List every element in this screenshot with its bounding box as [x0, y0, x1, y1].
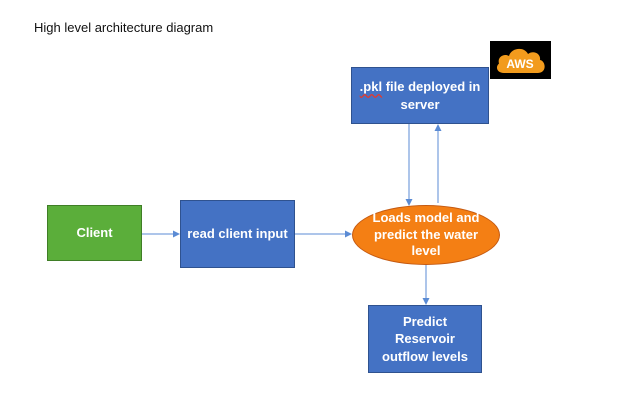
diagram-title: High level architecture diagram: [34, 20, 214, 35]
server-label-rest: file deployed in server: [385, 78, 481, 112]
pkl-extension-text: .pkl: [359, 78, 383, 94]
model-prediction-node: Loads model and predict the water level: [352, 205, 500, 265]
predict-node: Predict Reservoir outflow levels: [368, 305, 482, 373]
server-label: .pkl file deployed in server: [358, 78, 482, 113]
aws-logo: AWS: [490, 41, 551, 79]
client-label: Client: [76, 225, 113, 241]
aws-logo-text: AWS: [506, 57, 533, 71]
read-input-label: read client input: [187, 226, 288, 242]
model-prediction-label: Loads model and predict the water level: [372, 209, 480, 259]
aws-cloud-icon: AWS: [496, 48, 545, 73]
client-node: Client: [47, 205, 142, 261]
read-input-node: read client input: [180, 200, 295, 268]
server-node: .pkl file deployed in server: [351, 67, 489, 124]
predict-label: Predict Reservoir outflow levels: [382, 313, 468, 364]
